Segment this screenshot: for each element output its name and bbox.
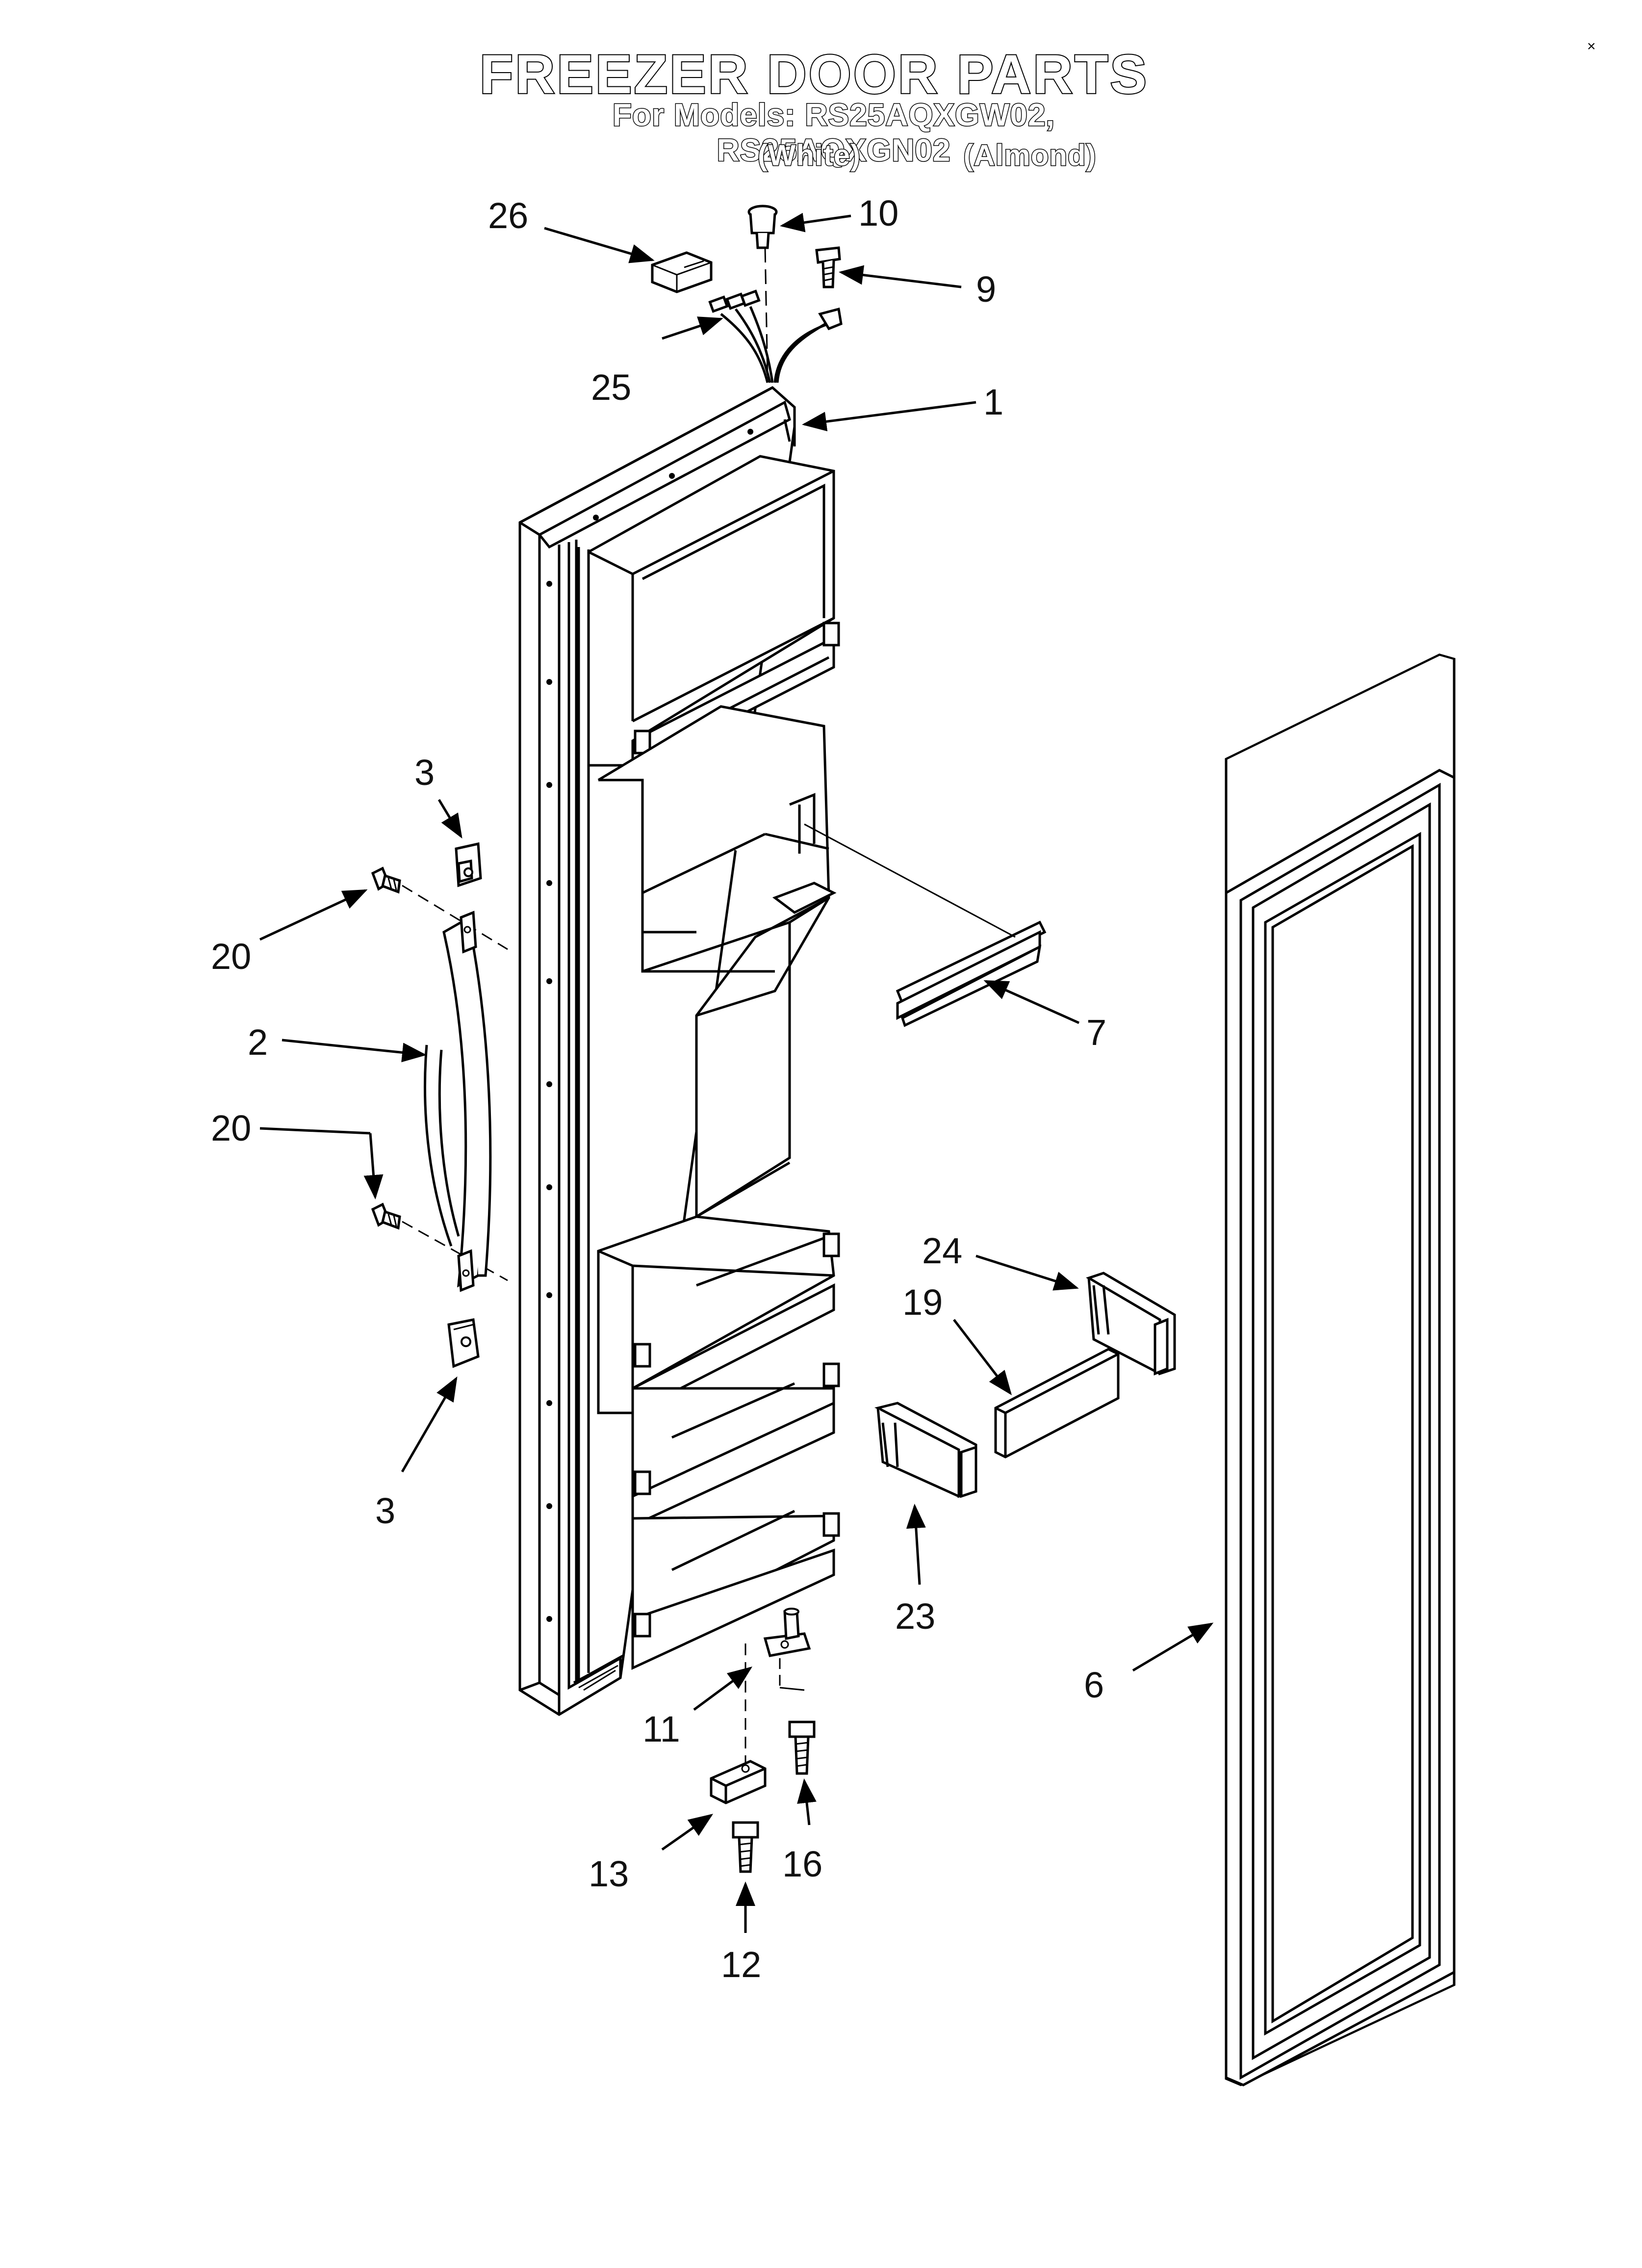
callout-13: 13 bbox=[589, 1853, 629, 1894]
part-19-shelf-front bbox=[994, 1348, 1120, 1459]
callout-24: 24 bbox=[922, 1230, 962, 1271]
models-line: For Models: RS25AQXGW02, RS25AQXGN02 bbox=[612, 97, 1055, 169]
part-6-gasket bbox=[1225, 653, 1456, 2086]
part-3-bracket-bottom bbox=[447, 1318, 480, 1368]
callout-26: 26 bbox=[488, 195, 528, 236]
part-20-screw-top bbox=[371, 866, 508, 950]
callout-11: 11 bbox=[642, 1709, 680, 1749]
part-3-bracket-top bbox=[455, 842, 482, 887]
callout-25: 25 bbox=[591, 367, 631, 408]
part-23-bracket bbox=[874, 1402, 977, 1498]
part-26-connector bbox=[651, 251, 713, 293]
part-25-wire-harness bbox=[708, 247, 843, 383]
callout-3-top: 3 bbox=[414, 752, 435, 793]
callout-19: 19 bbox=[902, 1282, 943, 1323]
callout-20-bottom: 20 bbox=[211, 1108, 251, 1148]
part-24-bracket bbox=[1085, 1272, 1176, 1376]
callout-3-bottom: 3 bbox=[375, 1490, 395, 1531]
callout-23: 23 bbox=[895, 1596, 935, 1637]
callout-6: 6 bbox=[1084, 1665, 1104, 1705]
callout-20-top: 20 bbox=[211, 936, 251, 977]
variant-white: (White) bbox=[757, 138, 861, 172]
callout-1: 1 bbox=[983, 382, 1003, 422]
part-16-screw bbox=[788, 1721, 816, 1775]
part-10-plug bbox=[747, 205, 778, 249]
part-7-trim bbox=[804, 823, 1047, 1027]
callout-9: 9 bbox=[976, 269, 996, 310]
part-12-screw bbox=[732, 1821, 759, 1873]
part-2-handle bbox=[424, 911, 492, 1292]
part-20-screw-bottom bbox=[371, 1202, 508, 1281]
variant-almond: (Almond) bbox=[963, 138, 1097, 172]
part-9-screw bbox=[815, 246, 841, 288]
callout-16: 16 bbox=[782, 1844, 822, 1884]
part-13-hinge-block bbox=[710, 1760, 767, 1804]
part-11-hinge-pin bbox=[744, 1608, 811, 1771]
callout-10: 10 bbox=[858, 193, 898, 234]
callout-12: 12 bbox=[721, 1944, 761, 1985]
corner-mark: × bbox=[1587, 38, 1596, 54]
part-1-door-liner bbox=[518, 386, 840, 1716]
callout-7: 7 bbox=[1086, 1012, 1106, 1053]
callout-labels: 26 10 9 25 1 3 20 2 20 3 7 24 19 23 6 11… bbox=[211, 193, 1106, 1985]
leader-lines bbox=[259, 212, 1214, 1933]
diagram-title: FREEZER DOOR PARTS bbox=[479, 44, 1149, 105]
callout-2: 2 bbox=[248, 1022, 268, 1063]
